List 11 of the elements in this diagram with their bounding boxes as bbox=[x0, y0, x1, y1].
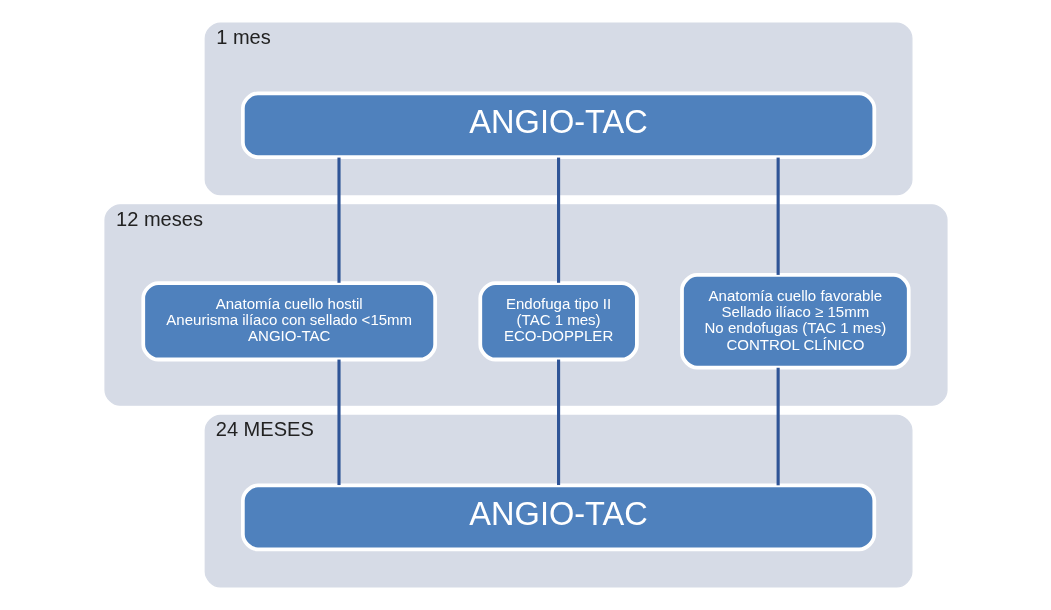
node-box: Anatomía cuello hostil Aneurisma ilíaco con sellado <15mm ANGIO-TAC bbox=[140, 281, 437, 362]
node-box: Anatomía cuello favorable Sellado ilíaco ≥ 15mm No endofugas (TAC 1 mes) CONTROL CLÍNICO bbox=[679, 273, 911, 370]
node-box: ANGIO-TAC bbox=[240, 91, 876, 160]
connector bbox=[776, 157, 780, 275]
connector bbox=[336, 157, 341, 283]
connector bbox=[556, 359, 560, 486]
node-box: ANGIO-TAC bbox=[240, 483, 876, 552]
node-box: Endofuga tipo II (TAC 1 mes) ECO-DOPPLER bbox=[477, 281, 639, 362]
connector bbox=[336, 359, 341, 486]
connector bbox=[556, 157, 560, 283]
connector bbox=[776, 367, 780, 486]
